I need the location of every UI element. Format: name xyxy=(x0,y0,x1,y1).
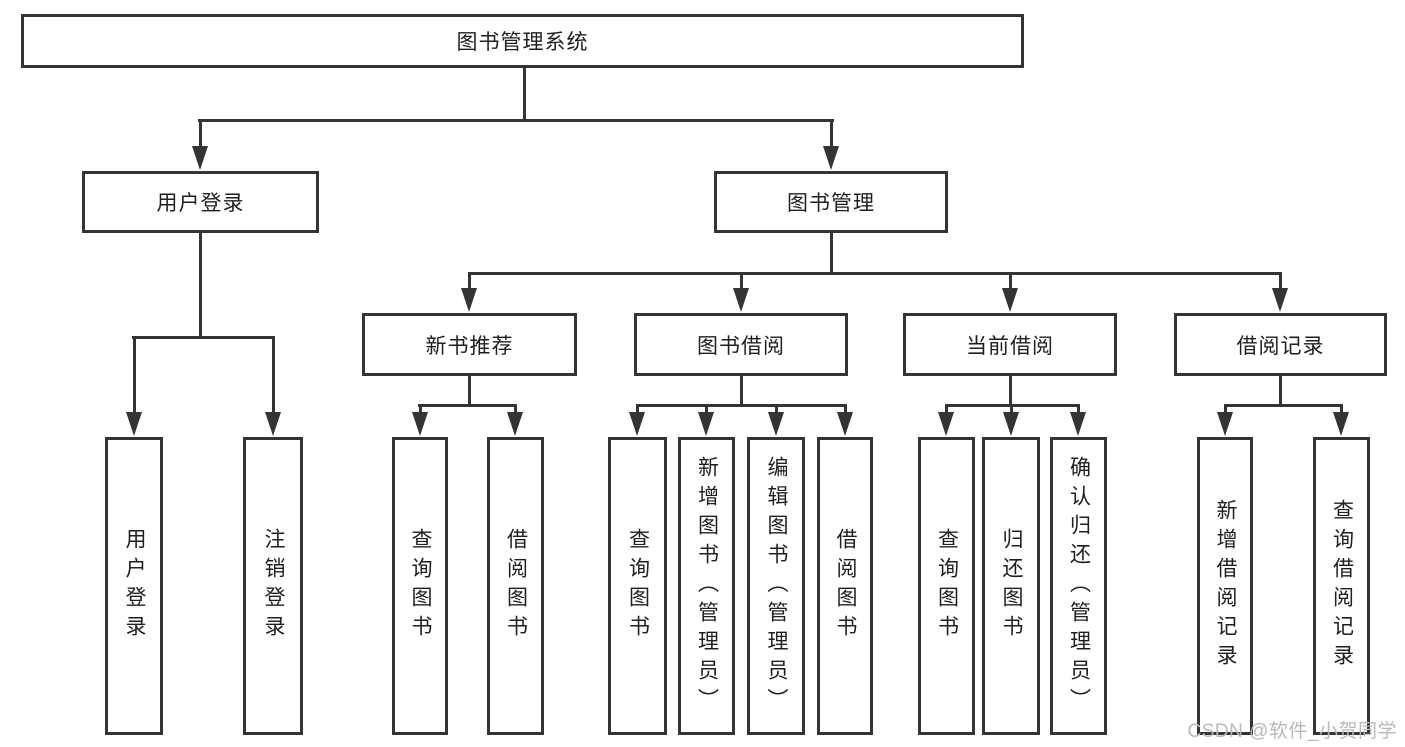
node-current-borrow: 当前借阅 xyxy=(903,313,1117,376)
node-new-book-recommend-label: 新书推荐 xyxy=(425,334,514,358)
connector-line xyxy=(705,404,708,416)
connector-line xyxy=(132,336,275,339)
connector-line xyxy=(1279,272,1282,292)
connector-line xyxy=(198,119,834,122)
connector-line xyxy=(272,336,275,416)
leaf-logout: 注销登录 xyxy=(243,437,303,735)
node-borrow-records: 借阅记录 xyxy=(1174,313,1387,376)
node-root: 图书管理系统 xyxy=(21,14,1024,68)
connector-line xyxy=(419,404,422,416)
connector-line xyxy=(1340,404,1343,416)
connector-line xyxy=(523,68,526,122)
connector-line xyxy=(740,272,743,292)
arrowhead-down-icon xyxy=(265,412,281,436)
arrowhead-down-icon xyxy=(1070,412,1086,436)
connector-line xyxy=(468,272,471,292)
arrowhead-down-icon xyxy=(126,412,142,436)
node-book-borrow-label: 图书借阅 xyxy=(697,334,785,358)
arrowhead-down-icon xyxy=(192,146,208,170)
arrowhead-down-icon xyxy=(629,412,645,436)
node-current-borrow-label: 当前借阅 xyxy=(966,334,1054,358)
connector-line xyxy=(1077,404,1080,416)
connector-line xyxy=(1224,404,1227,416)
connector-line xyxy=(1009,376,1012,407)
node-root-label: 图书管理系统 xyxy=(456,31,589,54)
connector-line xyxy=(468,272,1282,275)
connector-line xyxy=(636,404,846,407)
connector-line xyxy=(418,404,517,407)
connector-line xyxy=(636,404,639,416)
arrowhead-down-icon xyxy=(837,412,853,436)
connector-line xyxy=(830,119,833,149)
leaf-query-borrow-record: 查询借阅记录 xyxy=(1313,437,1370,735)
connector-line xyxy=(775,404,778,416)
arrowhead-down-icon xyxy=(733,288,749,312)
arrowhead-down-icon xyxy=(698,412,714,436)
connector-line xyxy=(1279,376,1282,407)
arrowhead-down-icon xyxy=(1002,288,1018,312)
arrowhead-down-icon xyxy=(1333,412,1349,436)
watermark: CSDN @软件_小贺同学 xyxy=(1187,721,1397,742)
node-book-management: 图书管理 xyxy=(714,171,948,233)
arrowhead-down-icon xyxy=(938,412,954,436)
arrowhead-down-icon xyxy=(768,412,784,436)
arrowhead-down-icon xyxy=(1217,412,1233,436)
connector-line xyxy=(468,376,471,407)
leaf-return-book: 归还图书 xyxy=(982,437,1040,735)
arrowhead-down-icon xyxy=(1272,288,1288,312)
leaf-add-book-admin: 新增图书（管理员） xyxy=(678,437,735,735)
connector-line xyxy=(199,119,202,149)
connector-line xyxy=(945,404,948,416)
connector-line xyxy=(1224,404,1342,407)
connector-line xyxy=(199,233,202,339)
connector-line xyxy=(844,404,847,416)
leaf-user-login: 用户登录 xyxy=(105,437,163,735)
leaf-borrow-books: 借阅图书 xyxy=(817,437,873,735)
node-borrow-records-label: 借阅记录 xyxy=(1236,334,1325,358)
connector-line xyxy=(740,376,743,407)
arrowhead-down-icon xyxy=(1003,412,1019,436)
node-new-book-recommend: 新书推荐 xyxy=(362,313,577,376)
leaf-query-books-borrow: 查询图书 xyxy=(608,437,667,735)
connector-line xyxy=(133,336,136,416)
node-book-management-label: 图书管理 xyxy=(787,192,875,215)
connector-line xyxy=(1010,404,1013,416)
connector-line xyxy=(1009,272,1012,292)
node-book-borrow: 图书借阅 xyxy=(634,313,848,376)
leaf-query-books-current: 查询图书 xyxy=(918,437,975,735)
arrowhead-down-icon xyxy=(461,288,477,312)
arrowhead-down-icon xyxy=(507,412,523,436)
connector-line xyxy=(514,404,517,416)
arrowhead-down-icon xyxy=(412,412,428,436)
leaf-query-books-recommend: 查询图书 xyxy=(392,437,448,735)
node-user-login-label: 用户登录 xyxy=(156,192,245,215)
leaf-borrow-books-recommend: 借阅图书 xyxy=(487,437,544,735)
leaf-add-borrow-record: 新增借阅记录 xyxy=(1197,437,1253,735)
leaf-confirm-return-admin: 确认归还（管理员） xyxy=(1050,437,1107,735)
connector-line xyxy=(830,233,833,275)
arrowhead-down-icon xyxy=(823,146,839,170)
leaf-edit-book-admin: 编辑图书（管理员） xyxy=(747,437,805,735)
node-user-login: 用户登录 xyxy=(82,171,319,233)
